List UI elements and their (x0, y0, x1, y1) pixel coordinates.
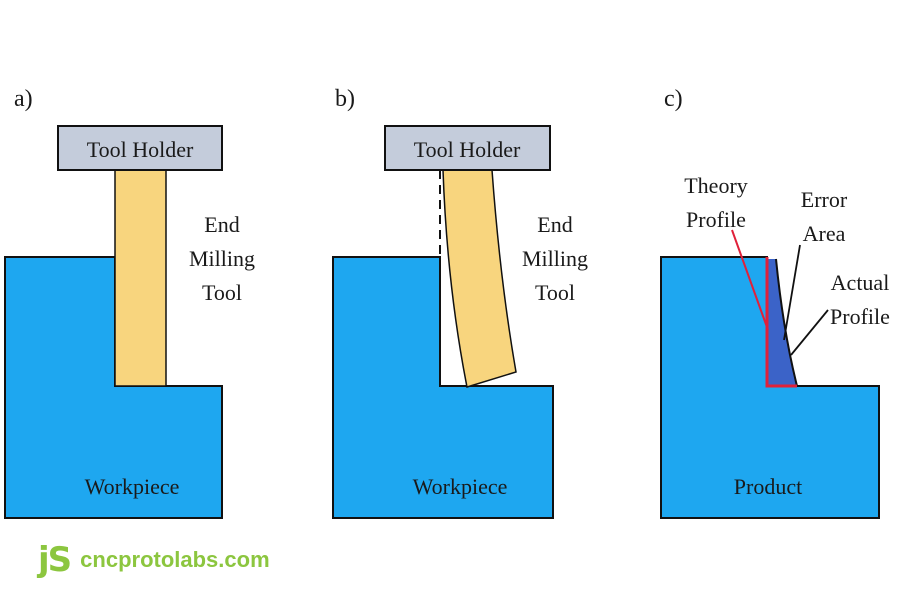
panel-c-error-label-2: Area (803, 221, 846, 246)
panel-c-letter: c) (664, 86, 683, 112)
panel-c-actual-profile (775, 258, 798, 387)
panel-a-tool-label-3: Tool (202, 280, 242, 305)
panel-c-body-label: Product (734, 474, 802, 499)
panel-a-holder-label: Tool Holder (87, 137, 194, 162)
panel-a-tool-label-1: End (204, 212, 239, 237)
panel-c-theory-leader (731, 229, 769, 331)
panel-c-theory-profile (765, 257, 797, 388)
panel-c-theory-label-2: Profile (686, 207, 746, 232)
panel-b-body-label: Workpiece (413, 474, 508, 499)
panel-c-actual-label-1: Actual (831, 270, 890, 295)
panel-b-tool-holder (384, 125, 551, 171)
panel-b-letter: b) (335, 86, 355, 112)
panel-a-tool-holder (57, 125, 223, 171)
panel-c-error-label-1: Error (801, 187, 848, 212)
panel-c-error-leader (783, 244, 801, 341)
watermark: jS cncprotolabs.com (38, 540, 270, 580)
panel-b-holder-label: Tool Holder (414, 137, 521, 162)
panel-b-workpiece (332, 256, 554, 519)
panel-b-tool-label-1: End (537, 212, 572, 237)
watermark-text: cncprotolabs.com (80, 547, 270, 572)
panel-a-end-milling-tool (114, 169, 167, 387)
panel-a-letter: a) (14, 86, 33, 112)
panel-b: b) Tool Holder End Milling Tool Workpiec… (332, 86, 588, 519)
panel-b-deflected-tool (442, 169, 517, 388)
panel-c: c) Theory Profile Error Area Actual Prof… (660, 86, 890, 519)
panel-c-theory-label-1: Theory (684, 173, 748, 198)
panel-c-actual-label-2: Profile (830, 304, 890, 329)
watermark-logo: jS (38, 540, 72, 580)
panel-a: a) Tool Holder End Milling Tool Workpiec… (4, 86, 255, 519)
panel-a-tool-label-2: Milling (189, 246, 255, 271)
panel-b-tool-label-2: Milling (522, 246, 588, 271)
panel-c-actual-leader (790, 309, 829, 356)
panel-a-body-label: Workpiece (85, 474, 180, 499)
panel-b-tool-label-3: Tool (535, 280, 575, 305)
